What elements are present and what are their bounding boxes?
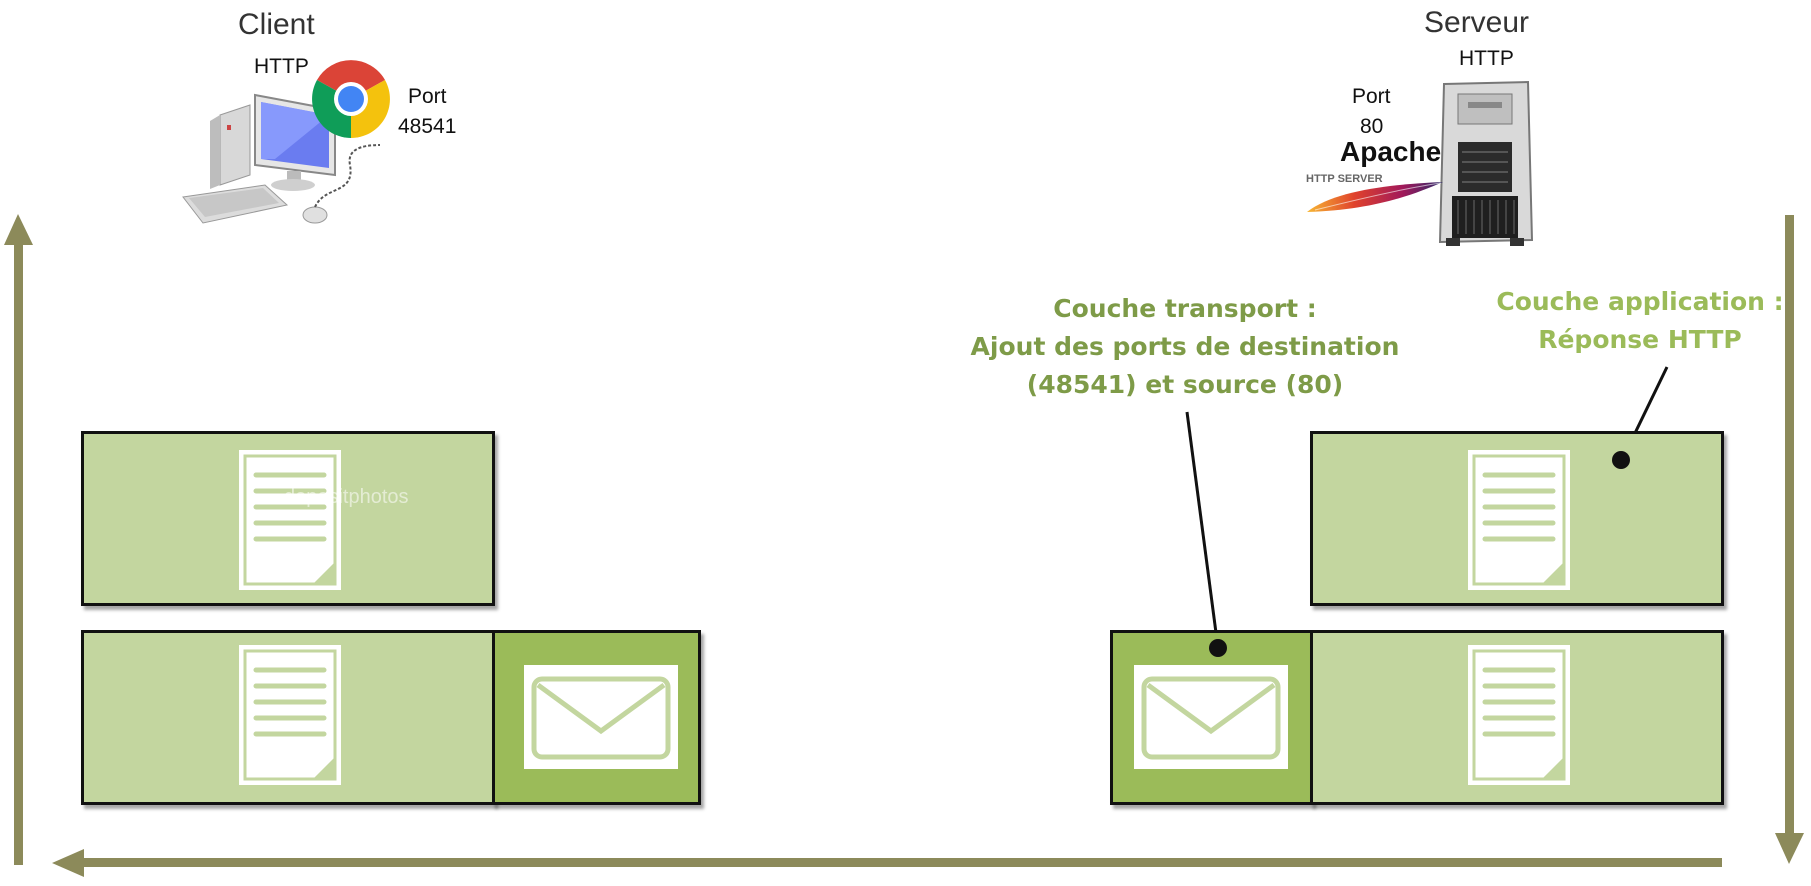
chrome-icon xyxy=(312,60,390,138)
client-title: Client xyxy=(238,8,315,41)
transport-note-line1: Couche transport : xyxy=(1053,294,1317,323)
application-layer-note: Couche application : Réponse HTTP xyxy=(1490,283,1790,359)
client-application-data-box: depositphotos xyxy=(81,431,495,606)
client-port-label: Port xyxy=(408,85,447,108)
server-title: Serveur xyxy=(1424,6,1530,39)
document-icon xyxy=(239,645,341,785)
server-port-number: 80 xyxy=(1360,115,1384,138)
apache-feather-icon xyxy=(1307,182,1443,212)
arrow-down-right xyxy=(1775,215,1804,864)
document-icon xyxy=(1468,645,1570,785)
envelope-icon xyxy=(1134,665,1288,769)
server-port-label: Port xyxy=(1352,85,1391,108)
server-tower-icon xyxy=(1438,80,1534,246)
apache-logo-text: Apache xyxy=(1340,136,1442,167)
arrow-up-left xyxy=(4,214,33,865)
client-segment-data-box xyxy=(81,630,495,805)
apache-logo-subtext: HTTP SERVER xyxy=(1306,173,1383,185)
server-application-data-box xyxy=(1310,431,1724,606)
transport-note-line3: (48541) et source (80) xyxy=(1026,370,1344,399)
server-protocol: HTTP xyxy=(1459,47,1514,70)
application-note-line2: Réponse HTTP xyxy=(1538,325,1742,354)
transport-connector-line xyxy=(1185,411,1220,649)
arrow-bottom-left xyxy=(52,849,1722,877)
server-segment-header-box xyxy=(1110,630,1313,805)
server-segment-data-box xyxy=(1310,630,1724,805)
client-segment-header-box xyxy=(492,630,701,805)
application-note-line1: Couche application : xyxy=(1496,287,1784,316)
transport-note-line2: Ajout des ports de destination xyxy=(970,332,1400,361)
computer-icon xyxy=(182,93,381,224)
envelope-icon xyxy=(524,665,678,769)
document-icon xyxy=(1468,450,1570,590)
client-protocol: HTTP xyxy=(254,55,309,78)
transport-layer-note: Couche transport : Ajout des ports de de… xyxy=(970,290,1400,404)
watermark-text: depositphotos xyxy=(284,486,409,508)
client-port-number: 48541 xyxy=(398,115,457,138)
document-icon: depositphotos xyxy=(239,450,409,590)
